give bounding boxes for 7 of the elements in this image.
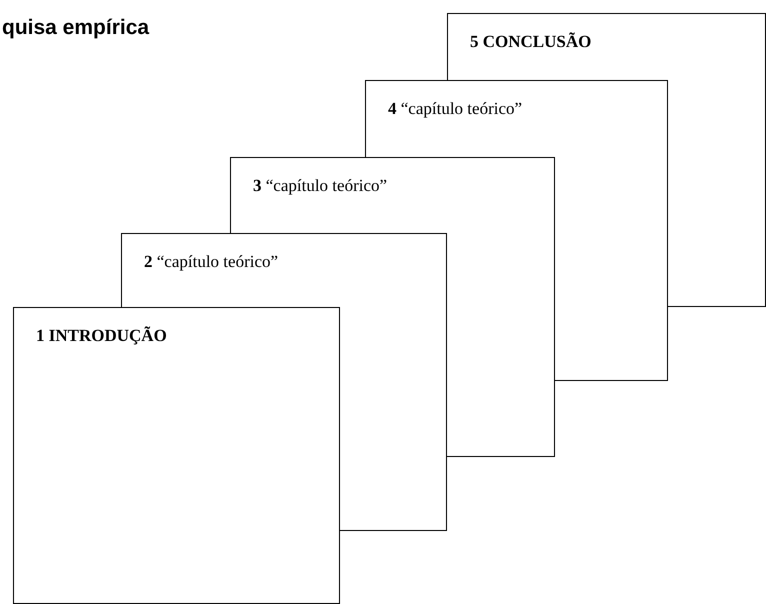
chapter-heading: 5 CONCLUSÃO xyxy=(470,32,592,52)
chapter-heading: 4 “capítulo teórico” xyxy=(388,99,522,119)
page-sheet xyxy=(13,307,340,604)
title: quisa empírica xyxy=(2,16,150,40)
chapter-heading: 3 “capítulo teórico” xyxy=(253,176,388,196)
chapter-heading: 1 INTRODUÇÃO xyxy=(36,326,167,346)
chapter-heading: 2 “capítulo teórico” xyxy=(144,252,278,272)
